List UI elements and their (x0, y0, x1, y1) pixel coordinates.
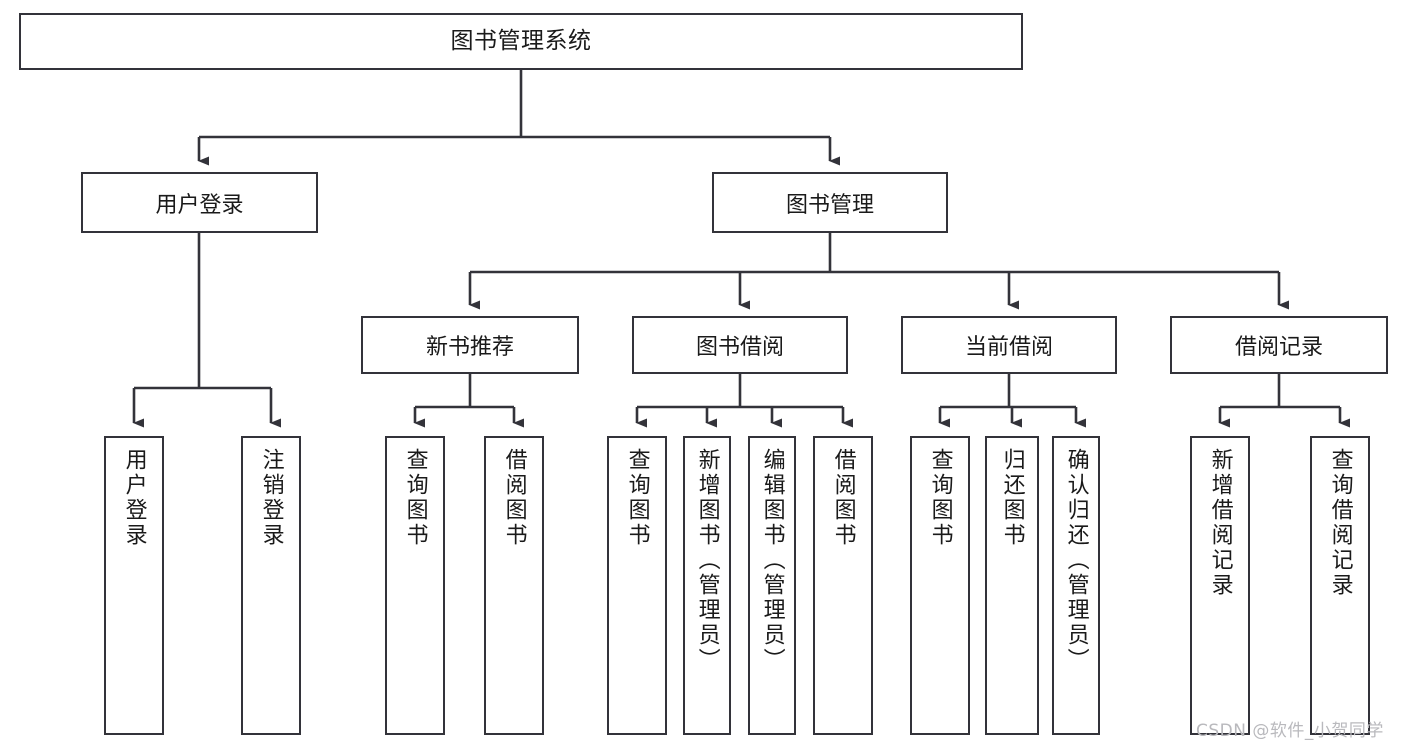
node-label: 查询图书 (927, 448, 953, 548)
node-label: 借阅图书 (501, 448, 527, 548)
node-leaf-1[interactable]: 注销登录 (241, 436, 301, 735)
node-leaf-3[interactable]: 借阅图书 (484, 436, 544, 735)
node-label: 当前借阅 (964, 335, 1053, 360)
node-leaf-2[interactable]: 查询图书 (385, 436, 445, 735)
node-label: 借阅图书 (830, 448, 856, 548)
node-level3-1[interactable]: 图书借阅 (632, 316, 848, 374)
node-leaf-4[interactable]: 查询图书 (607, 436, 667, 735)
node-leaf-5[interactable]: 新增图书（管理员） (683, 436, 731, 735)
node-label: 图书管理 (785, 192, 874, 218)
node-label: 注销登录 (258, 448, 284, 548)
node-label: 查询图书 (624, 448, 650, 548)
node-label: 新书推荐 (425, 335, 514, 360)
node-level2-0[interactable]: 用户登录 (81, 172, 318, 233)
connector-group (132, 70, 1350, 428)
node-label: 图书管理系统 (450, 27, 592, 54)
node-label: 编辑图书（管理员） (759, 448, 785, 673)
node-root-图书管理系统[interactable]: 图书管理系统 (19, 13, 1023, 70)
node-leaf-11[interactable]: 新增借阅记录 (1190, 436, 1250, 735)
node-level3-2[interactable]: 当前借阅 (901, 316, 1117, 374)
node-label: 图书借阅 (695, 335, 784, 360)
node-leaf-7[interactable]: 借阅图书 (813, 436, 873, 735)
node-leaf-0[interactable]: 用户登录 (104, 436, 164, 735)
node-leaf-12[interactable]: 查询借阅记录 (1310, 436, 1370, 735)
node-label: 新增图书（管理员） (694, 448, 720, 673)
node-leaf-6[interactable]: 编辑图书（管理员） (748, 436, 796, 735)
node-label: 归还图书 (999, 448, 1025, 548)
node-leaf-8[interactable]: 查询图书 (910, 436, 970, 735)
node-leaf-9[interactable]: 归还图书 (985, 436, 1039, 735)
node-label: 新增借阅记录 (1207, 448, 1233, 598)
node-level3-0[interactable]: 新书推荐 (361, 316, 579, 374)
node-level2-1[interactable]: 图书管理 (712, 172, 948, 233)
node-label: 借阅记录 (1234, 335, 1323, 360)
node-label: 查询图书 (402, 448, 428, 548)
node-label: 用户登录 (121, 448, 147, 548)
node-label: 确认归还（管理员） (1063, 448, 1089, 673)
watermark-label: CSDN @软件_小贺同学 (1196, 721, 1384, 741)
node-level3-3[interactable]: 借阅记录 (1170, 316, 1388, 374)
node-label: 查询借阅记录 (1327, 448, 1353, 598)
node-label: 用户登录 (155, 192, 244, 218)
node-leaf-10[interactable]: 确认归还（管理员） (1052, 436, 1100, 735)
